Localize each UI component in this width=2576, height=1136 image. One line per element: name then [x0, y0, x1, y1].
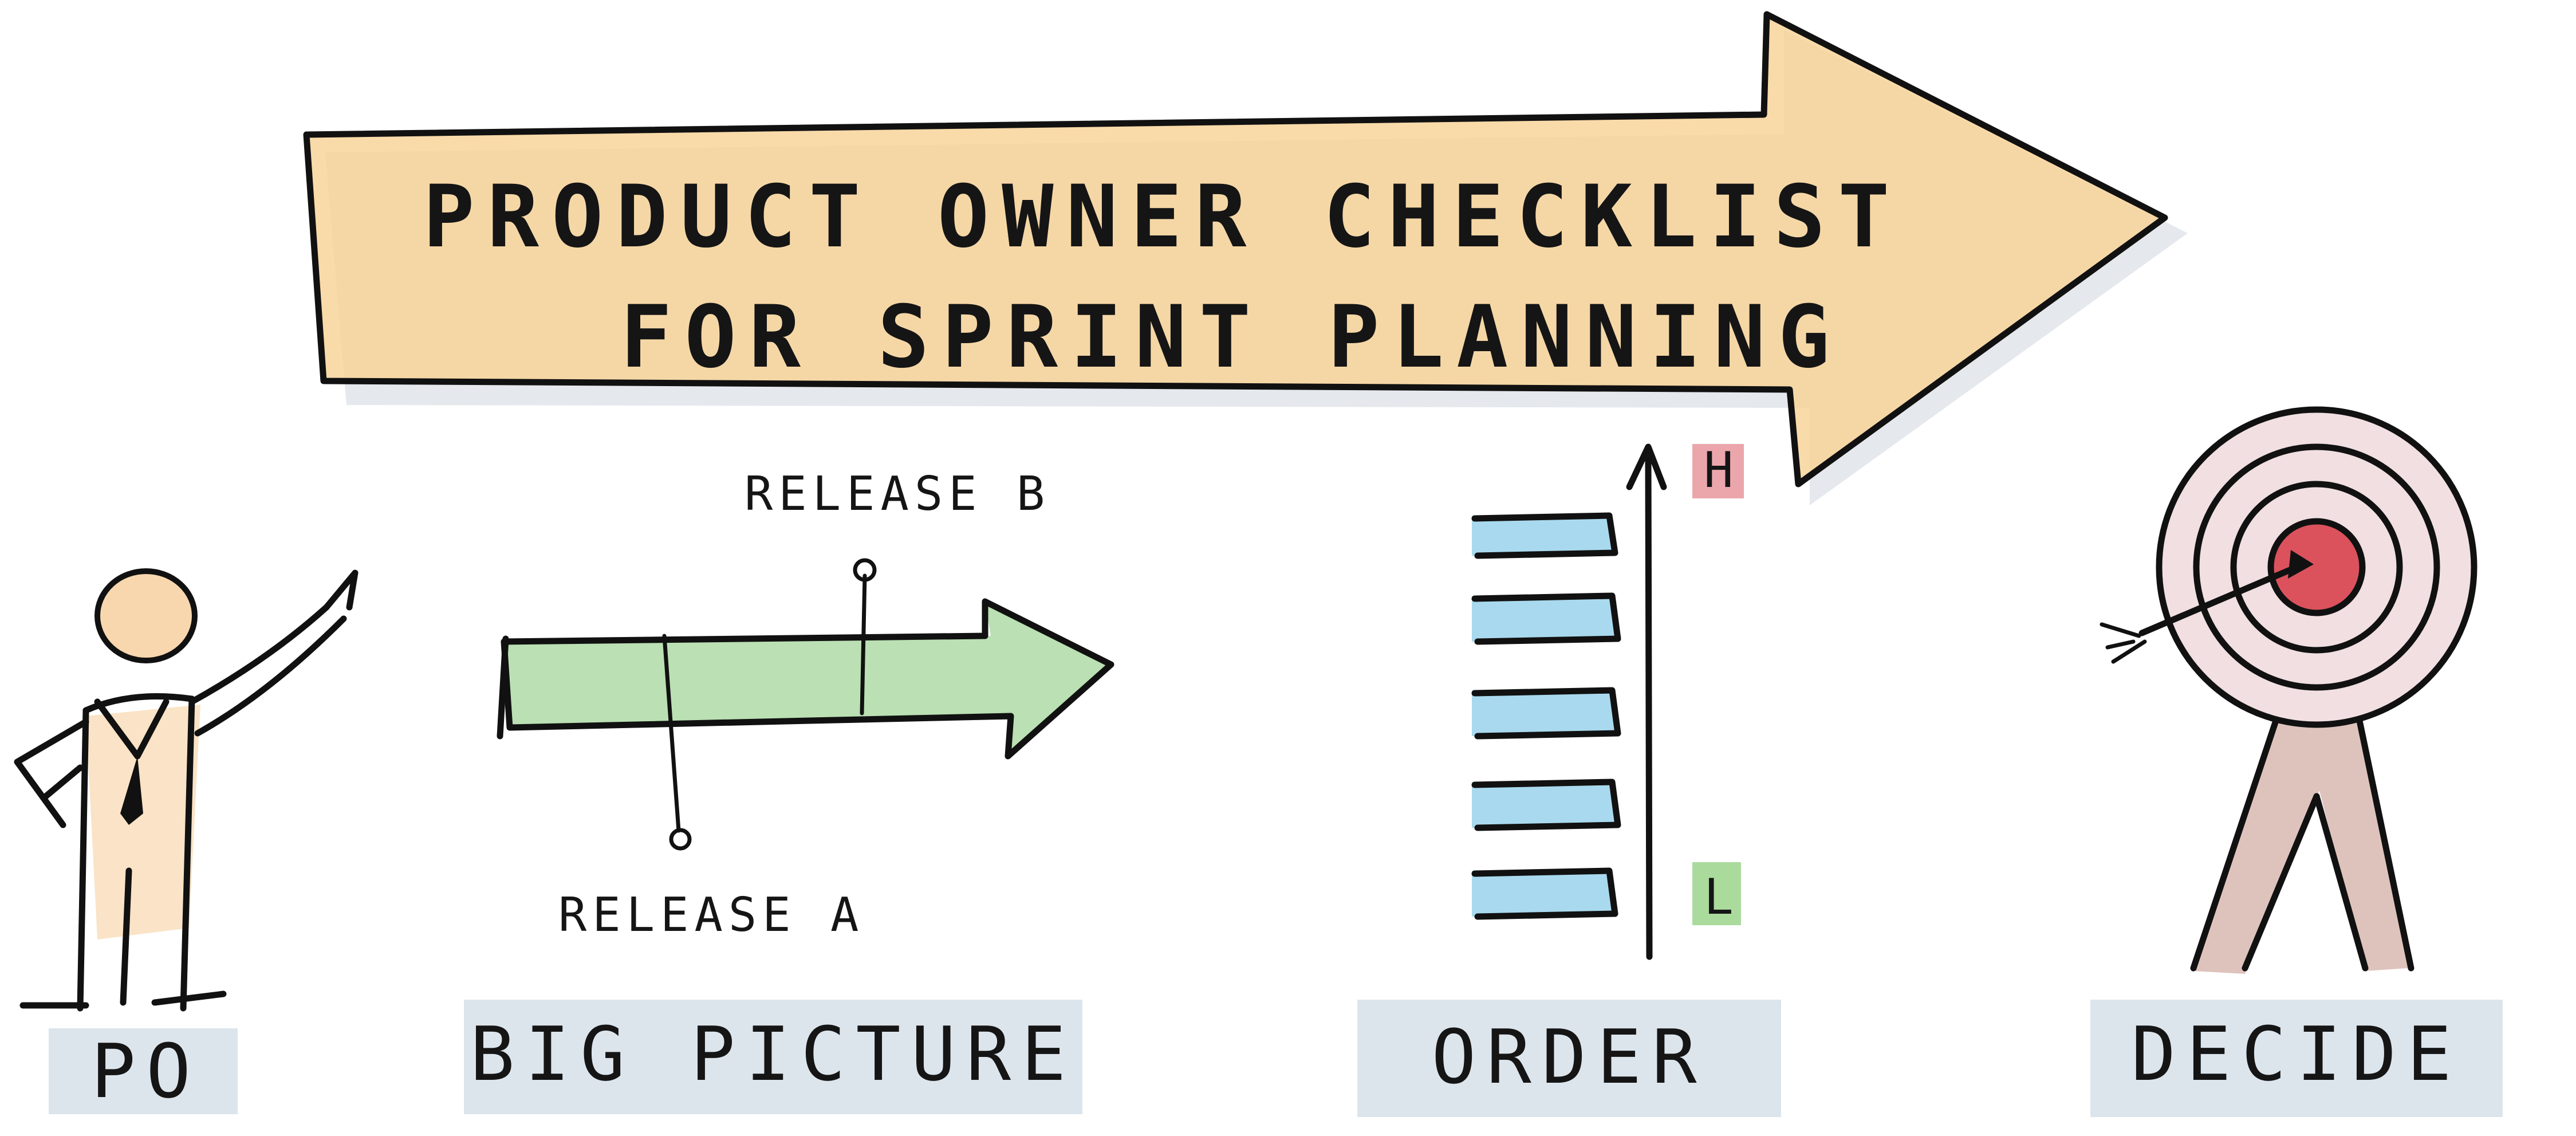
prioritized-backlog: [1471, 443, 1744, 960]
priority-axis: [1645, 455, 1653, 960]
backlog-item: [1471, 592, 1621, 645]
title-arrow: [303, 11, 2188, 505]
section-labels: [49, 1000, 2503, 1117]
product-owner-figure: [14, 568, 359, 1012]
title-line-1: PRODUCT OWNER CHECKLIST: [423, 167, 1902, 267]
title-line-2: FOR SPRINT PLANNING: [620, 288, 1842, 387]
label-decide: DECIDE: [2131, 1011, 2462, 1098]
release-a-marker: [662, 634, 681, 833]
high-priority-label: H: [1704, 442, 1734, 499]
backlog-item: [1471, 687, 1621, 740]
backlog-item: [1471, 779, 1621, 831]
backlog-item: [1471, 867, 1618, 920]
low-priority-marker: [1692, 862, 1741, 925]
necktie-icon: [120, 756, 143, 825]
label-po: PO: [91, 1028, 202, 1115]
backlog-item: [1471, 512, 1618, 559]
high-priority-marker: [1692, 444, 1744, 498]
target-icon: [2100, 406, 2477, 974]
label-big-picture: BIG PICTURE: [470, 1011, 1077, 1098]
label-order: ORDER: [1431, 1013, 1707, 1100]
head-icon: [94, 568, 198, 663]
arrow-icon: [2138, 564, 2300, 636]
release-b-label: RELEASE B: [745, 467, 1050, 521]
release-a-label: RELEASE A: [558, 888, 864, 942]
low-priority-label: L: [1704, 868, 1734, 926]
title-arrow-fill: [306, 14, 2165, 484]
release-timeline: [497, 558, 1114, 851]
release-b-marker: [860, 573, 867, 716]
